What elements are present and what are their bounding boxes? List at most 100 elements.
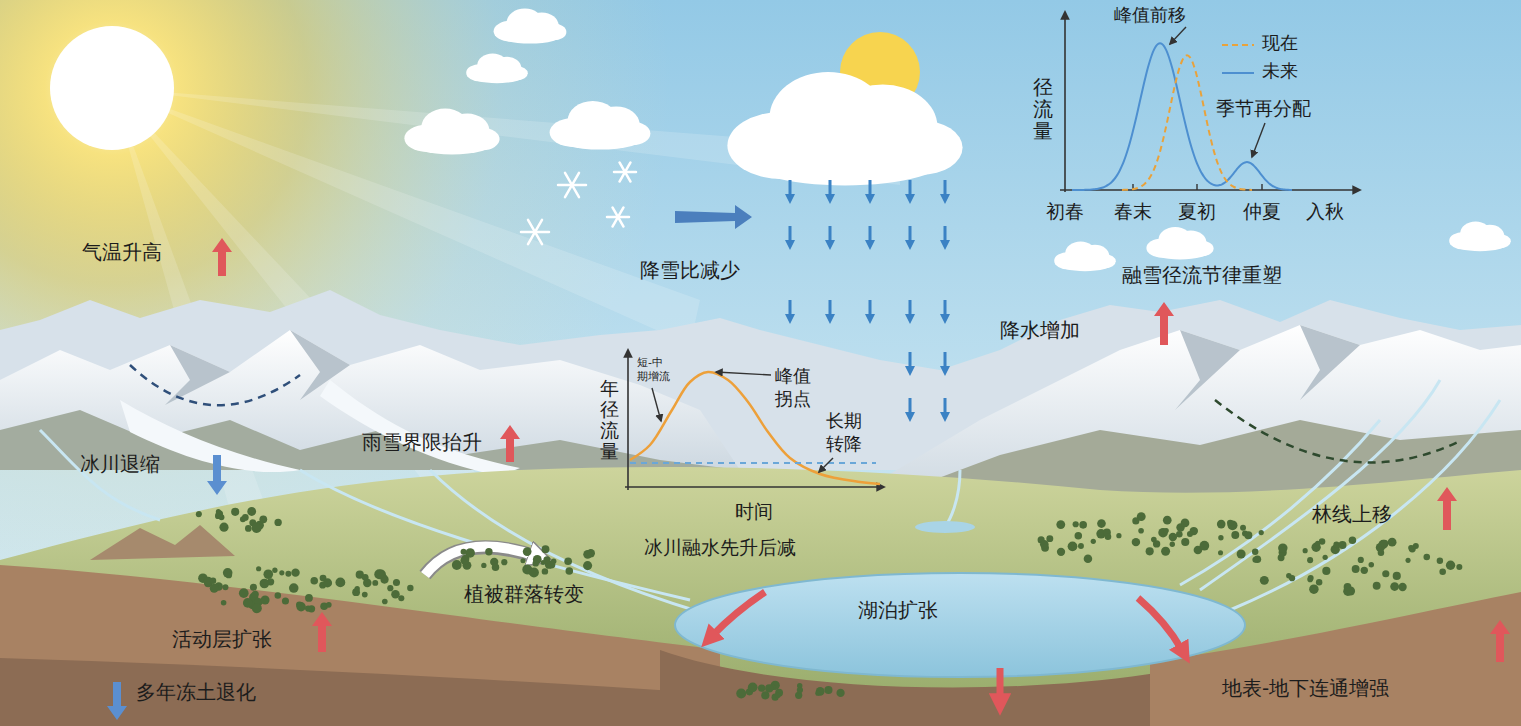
tree bbox=[1046, 535, 1053, 542]
tree bbox=[1344, 583, 1352, 591]
tree bbox=[1405, 558, 1410, 563]
process-label: 活动层扩张 bbox=[172, 627, 272, 651]
tree bbox=[1378, 540, 1387, 549]
axis-tick: 夏初 bbox=[1178, 200, 1216, 223]
tree bbox=[1056, 520, 1065, 529]
glacier-melt-curve bbox=[630, 372, 880, 484]
glacier-tongue bbox=[320, 380, 520, 476]
tree bbox=[1373, 582, 1381, 590]
tree bbox=[242, 514, 249, 521]
tree bbox=[542, 545, 550, 553]
tree bbox=[382, 599, 388, 605]
rivers bbox=[40, 380, 1500, 612]
tree bbox=[1200, 541, 1210, 551]
tree bbox=[501, 559, 507, 565]
tree bbox=[1378, 549, 1385, 556]
process-label: 降水增加 bbox=[1000, 318, 1080, 342]
raindrop-arrow bbox=[940, 398, 950, 422]
left-snowy-range bbox=[0, 330, 740, 470]
tree bbox=[219, 514, 225, 520]
expansion-arrow bbox=[712, 592, 765, 636]
process-label: 地表-地下连通增强 bbox=[1222, 676, 1389, 700]
tree bbox=[1338, 541, 1346, 549]
tree bbox=[231, 508, 239, 516]
tree bbox=[1181, 519, 1190, 528]
tree bbox=[543, 556, 550, 563]
tree bbox=[564, 557, 572, 565]
tree bbox=[1380, 540, 1388, 548]
process-label: 冰川退缩 bbox=[80, 452, 160, 476]
tree bbox=[1161, 547, 1170, 556]
tree bbox=[1218, 550, 1223, 555]
illustration-details bbox=[107, 8, 1511, 720]
tree bbox=[1132, 517, 1139, 524]
tree bbox=[1316, 579, 1322, 585]
tree bbox=[492, 564, 499, 571]
tree bbox=[1252, 549, 1258, 555]
legend-label: 现在 bbox=[1262, 32, 1298, 54]
tree bbox=[523, 547, 532, 556]
tree bbox=[1170, 542, 1175, 547]
expansion-arrow bbox=[1138, 598, 1182, 650]
tree bbox=[196, 511, 202, 517]
tree bbox=[250, 584, 257, 591]
tree bbox=[1398, 583, 1406, 591]
tree bbox=[1227, 520, 1233, 526]
tree bbox=[335, 577, 345, 587]
tree bbox=[1073, 521, 1079, 527]
chart-annotation: 长期转降 bbox=[826, 410, 865, 455]
cloud-puff bbox=[498, 25, 563, 43]
leader-arrow bbox=[1170, 27, 1186, 44]
tree bbox=[797, 687, 803, 693]
tree bbox=[305, 594, 313, 602]
axis-title: 年径流量 bbox=[600, 378, 619, 462]
raindrop-arrow bbox=[865, 226, 875, 250]
raindrop-arrow bbox=[905, 180, 915, 204]
axis-title: 径流量 bbox=[1033, 76, 1053, 142]
raindrop-arrow bbox=[785, 180, 795, 204]
tree bbox=[775, 693, 780, 698]
tree bbox=[1068, 541, 1078, 551]
tree bbox=[263, 569, 273, 579]
increase-arrow bbox=[312, 612, 332, 652]
snowflake bbox=[607, 207, 629, 226]
tree bbox=[824, 686, 832, 694]
raindrop-arrow bbox=[905, 226, 915, 250]
river bbox=[300, 470, 690, 600]
tree bbox=[758, 685, 765, 692]
tree bbox=[372, 580, 378, 586]
tree bbox=[219, 523, 228, 532]
tree bbox=[362, 592, 368, 598]
tree bbox=[533, 560, 539, 566]
raindrop-arrow bbox=[905, 352, 915, 376]
leader-arrow bbox=[1252, 123, 1265, 157]
process-label: 气温升高 bbox=[82, 240, 162, 264]
tree bbox=[1138, 528, 1144, 534]
leader-arrow bbox=[652, 388, 661, 421]
tree bbox=[1361, 567, 1368, 574]
tree bbox=[465, 548, 474, 557]
tree bbox=[1040, 540, 1049, 549]
tree bbox=[285, 571, 291, 577]
tree bbox=[1323, 555, 1328, 560]
tree bbox=[1228, 520, 1238, 530]
tree bbox=[748, 683, 758, 693]
tree bbox=[393, 579, 400, 586]
tree bbox=[542, 568, 548, 574]
trend-arrows bbox=[107, 238, 1510, 720]
tree bbox=[816, 687, 825, 696]
tree bbox=[387, 585, 393, 591]
legend-sample bbox=[1222, 72, 1254, 74]
tree bbox=[815, 691, 820, 696]
cloud-puff bbox=[1058, 256, 1113, 271]
tree bbox=[259, 515, 267, 523]
chart-annotation: 季节再分配 bbox=[1216, 97, 1311, 120]
snowflake bbox=[614, 162, 636, 181]
decrease-arrow bbox=[107, 682, 127, 720]
tree bbox=[1456, 564, 1462, 570]
tree bbox=[305, 606, 311, 612]
tree bbox=[272, 568, 277, 573]
tree bbox=[243, 598, 253, 608]
tree bbox=[1260, 576, 1269, 585]
tree bbox=[1252, 557, 1258, 563]
